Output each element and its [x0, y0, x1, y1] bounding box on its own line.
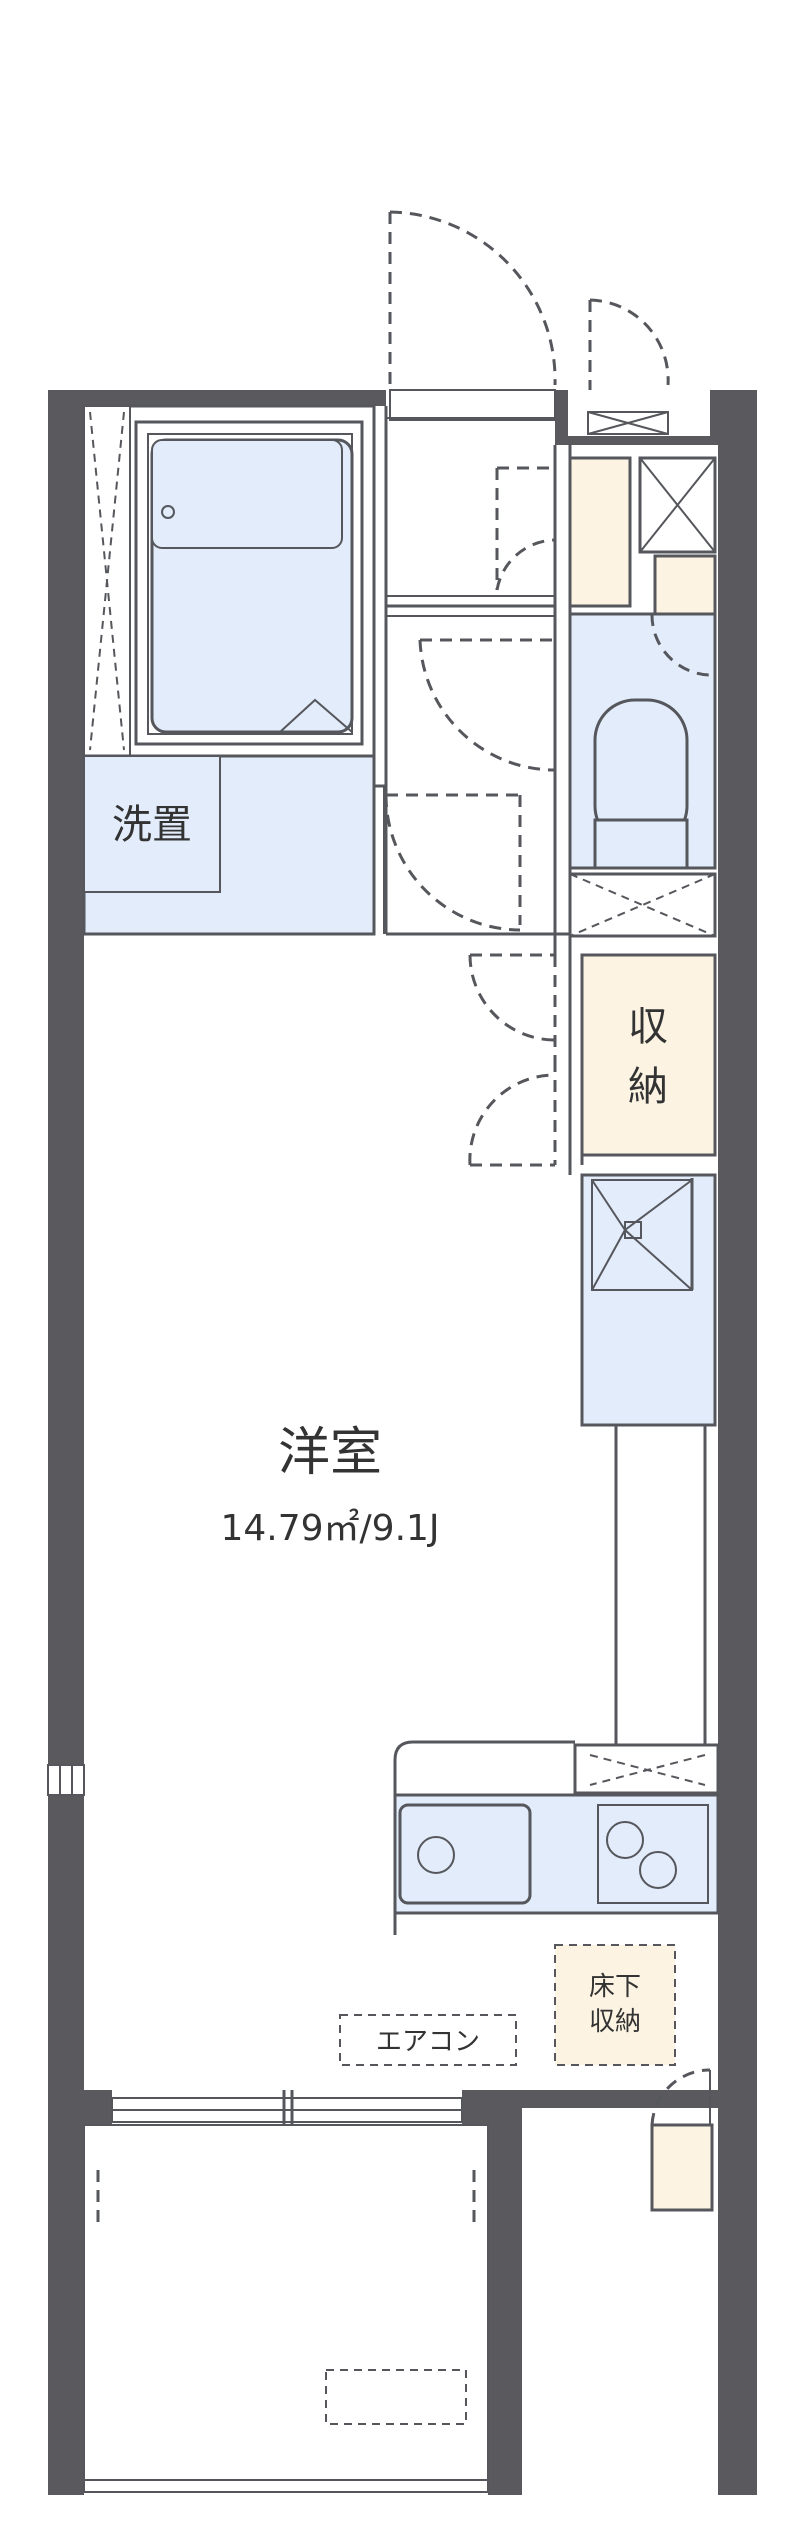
- room-area: 14.79㎡/9.1J: [220, 1507, 439, 1549]
- kitchen: [393, 1740, 720, 1935]
- entrance-door: [388, 210, 557, 421]
- meter-box-door: [587, 298, 670, 435]
- closet-label-2: 納: [628, 1064, 668, 1110]
- balcony: [83, 2124, 489, 2493]
- corridor-doors: [384, 466, 556, 932]
- closet-label-1: 収: [628, 1004, 668, 1050]
- balcony-window: [111, 2090, 463, 2130]
- side-storage: [650, 2068, 714, 2212]
- underfloor-storage: 床下 収納: [554, 1944, 676, 2066]
- washer-space: 洗置: [82, 754, 376, 936]
- corridor: [373, 406, 572, 955]
- bathroom: [82, 404, 376, 758]
- storage-strip-2: [573, 1743, 720, 1795]
- air-conditioner: エアコン: [339, 2014, 517, 2066]
- underfloor-label-2: 収納: [589, 2007, 641, 2037]
- storage-strip-1: [568, 872, 717, 938]
- underfloor-label-1: 床下: [589, 1972, 641, 2002]
- closet: 収 納: [468, 953, 717, 1175]
- outer-walls: [48, 390, 757, 2495]
- toilet-room: [568, 612, 717, 870]
- room-name: 洋室: [278, 1423, 382, 1483]
- air-conditioner-label: エアコン: [376, 2027, 480, 2057]
- western-room: 洋室 14.79㎡/9.1J: [220, 1423, 439, 1549]
- shoe-cabinet: [568, 456, 717, 616]
- left-window: [47, 1764, 85, 1796]
- living-partitions: [614, 1425, 707, 1745]
- laundry-sink: [580, 1173, 717, 1427]
- washer-label: 洗置: [112, 802, 192, 848]
